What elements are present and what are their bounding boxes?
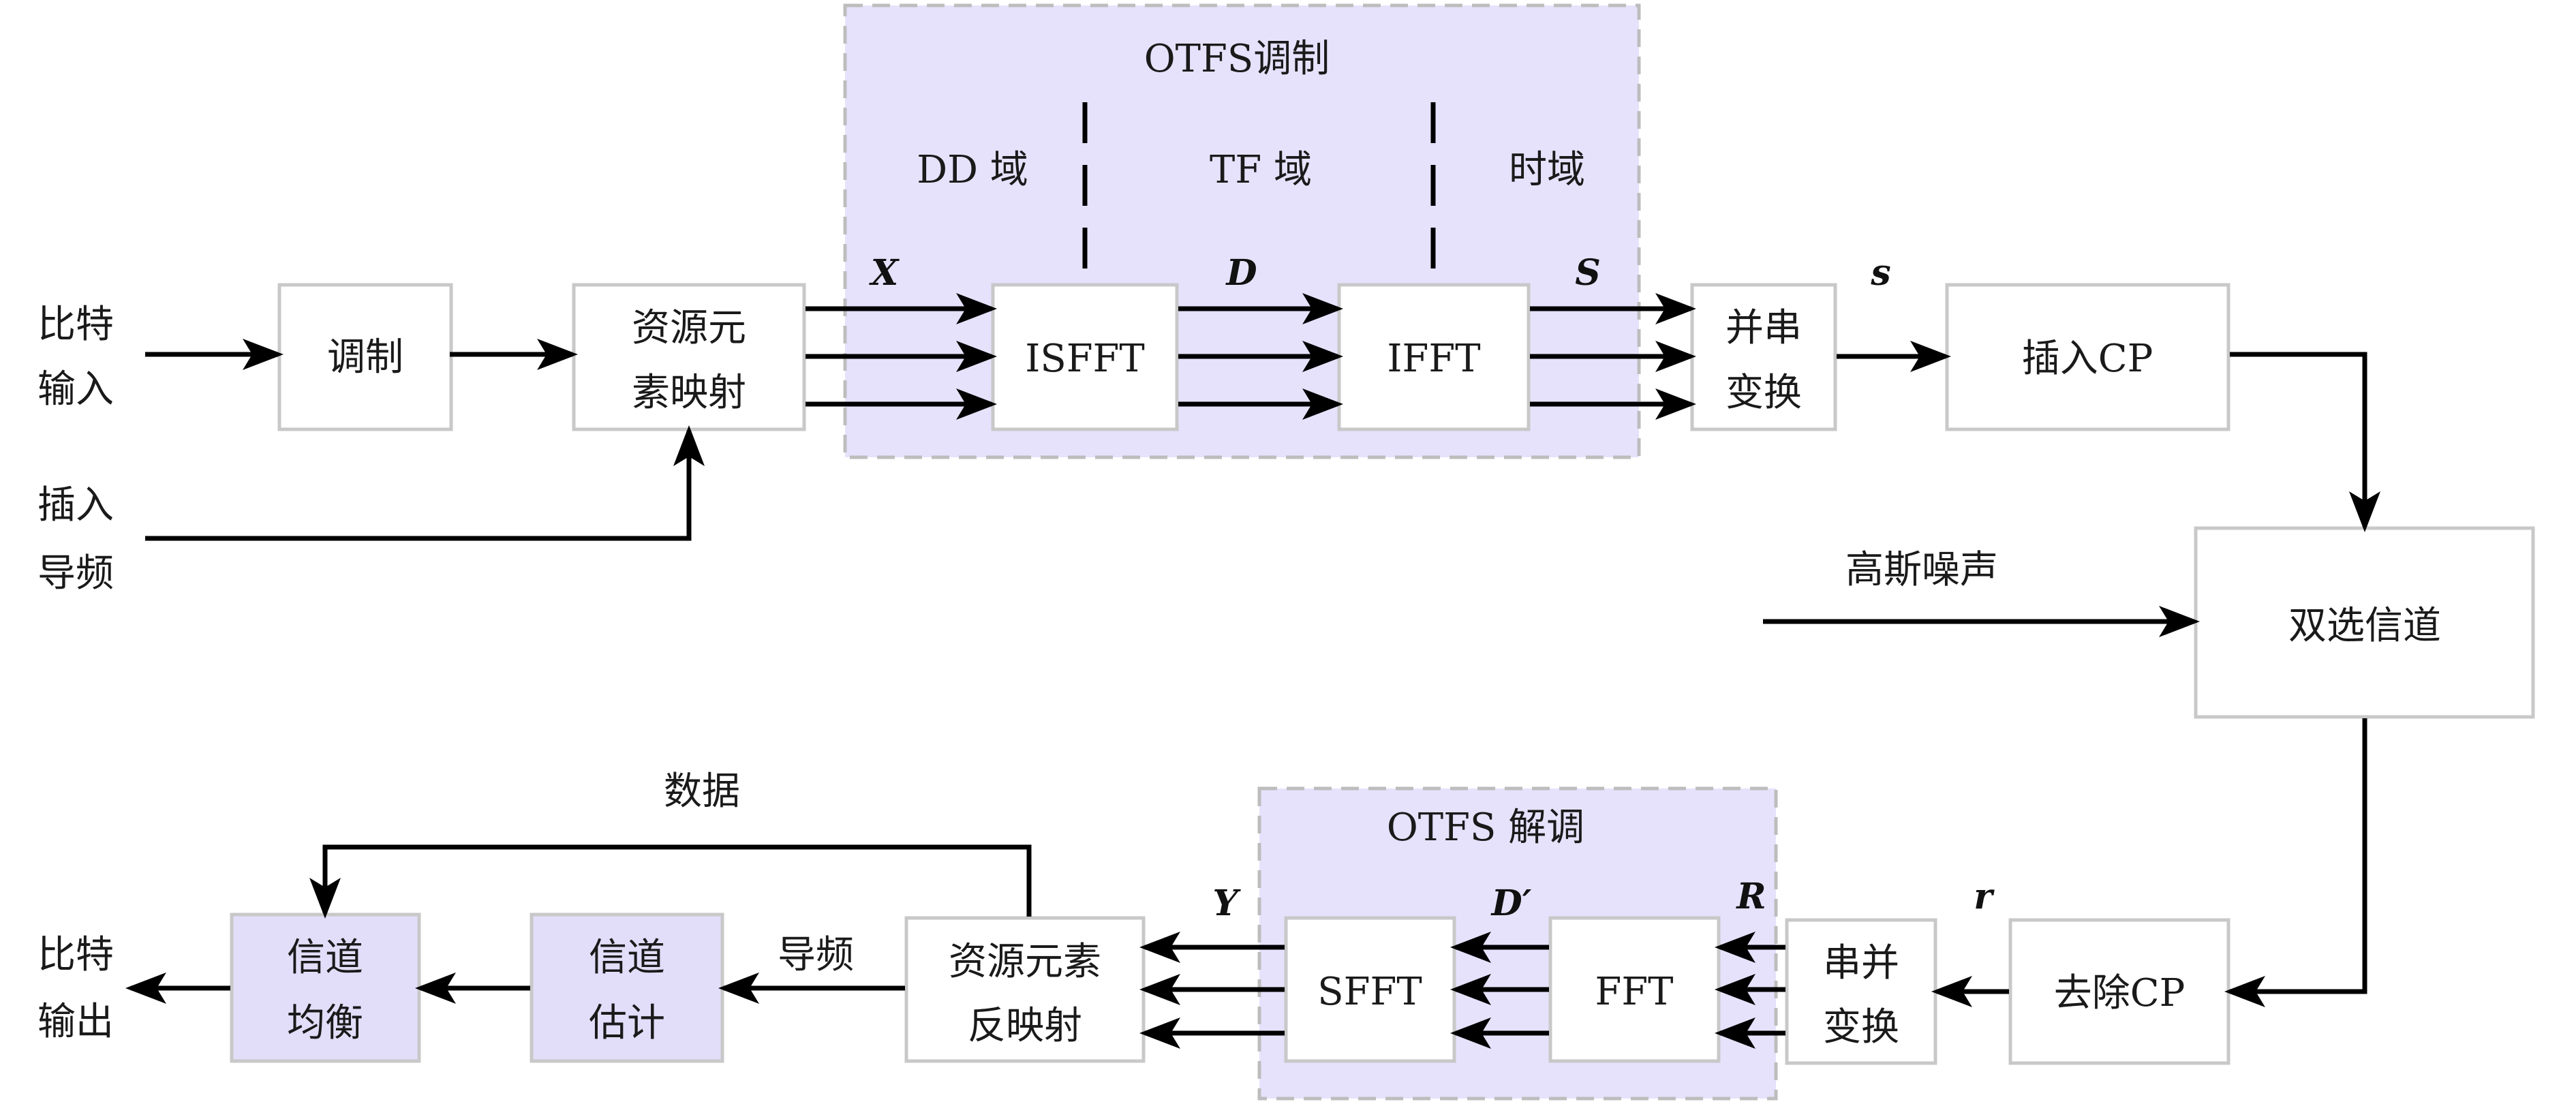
signal-S: S [1575, 252, 1601, 294]
bit-output-label: 比特 [37, 933, 114, 977]
data-label: 数据 [664, 769, 740, 814]
svg-text:双选信道: 双选信道 [2288, 604, 2441, 648]
fft-block: FFT [1548, 916, 1721, 1063]
resource-mapping-block: 资源元 素映射 [572, 283, 806, 431]
resource-demapping-block: 资源元素 反映射 [904, 916, 1146, 1063]
signal-s: s [1870, 252, 1890, 294]
svg-text:并串: 并串 [1726, 306, 1802, 350]
signal-r: r [1974, 876, 1995, 917]
channel-estimation-block: 信道 估计 [530, 913, 724, 1063]
bit-output-label-line2: 输出 [37, 1000, 114, 1044]
modulation-block: 调制 [277, 283, 453, 431]
svg-text:信道: 信道 [589, 936, 665, 980]
bit-input-label-line2: 输入 [37, 367, 114, 412]
otfs-demodulation-title: OTFS 解调 [1387, 806, 1584, 850]
signal-X: X [869, 252, 900, 294]
pilot-insert-label: 插入 [37, 483, 114, 527]
channel-equalization-block: 信道 均衡 [230, 913, 421, 1063]
serial-to-parallel-block: 串并 变换 [1785, 918, 1937, 1065]
svg-text:变换: 变换 [1726, 371, 1802, 415]
doubly-selective-channel-block: 双选信道 [2194, 526, 2535, 719]
tf-domain-label: TF 域 [1210, 148, 1312, 192]
pilot-label: 导频 [778, 933, 854, 977]
edge-demapping-data-to-equalizer [309, 844, 1032, 919]
otfs-modulation-title: OTFS调制 [1144, 37, 1330, 81]
svg-text:均衡: 均衡 [287, 1001, 363, 1045]
gaussian-noise-label: 高斯噪声 [1845, 548, 1998, 592]
ifft-block: IFFT [1337, 283, 1531, 431]
svg-text:调制: 调制 [327, 335, 403, 380]
svg-text:串并: 串并 [1823, 941, 1899, 985]
dd-domain-label: DD 域 [917, 148, 1028, 192]
isfft-block: ISFFT [991, 283, 1179, 431]
insert-cp-block: 插入CP [1945, 283, 2230, 431]
parallel-to-serial-block: 并串 变换 [1690, 283, 1837, 431]
svg-text:反映射: 反映射 [968, 1004, 1082, 1048]
svg-text:估计: 估计 [589, 1001, 665, 1045]
bit-input-label: 比特 [37, 303, 114, 347]
edge-pilot-to-mapping [145, 425, 705, 541]
time-domain-label: 时域 [1509, 148, 1585, 192]
signal-R: R [1735, 876, 1766, 917]
remove-cp-block: 去除CP [2008, 918, 2230, 1065]
pilot-insert-label-line2: 导频 [37, 551, 114, 596]
svg-text:信道: 信道 [287, 936, 363, 980]
svg-text:FFT: FFT [1595, 970, 1673, 1014]
signal-Y: Y [1212, 883, 1241, 924]
sfft-block: SFFT [1284, 916, 1456, 1063]
signal-D-prime: D′ [1490, 883, 1532, 924]
edge-insert-cp-to-channel [2230, 352, 2380, 532]
signal-D: D [1225, 252, 1257, 294]
svg-text:去除CP: 去除CP [2054, 971, 2186, 1015]
svg-text:IFFT: IFFT [1387, 337, 1480, 381]
svg-text:插入CP: 插入CP [2022, 337, 2153, 381]
svg-text:资源元: 资源元 [632, 306, 746, 350]
svg-text:素映射: 素映射 [632, 371, 746, 415]
svg-text:ISFFT: ISFFT [1025, 337, 1145, 381]
svg-text:资源元素: 资源元素 [949, 940, 1101, 984]
svg-text:变换: 变换 [1823, 1005, 1899, 1049]
svg-text:SFFT: SFFT [1317, 970, 1422, 1014]
edge-channel-to-remove-cp [2224, 718, 2367, 1007]
